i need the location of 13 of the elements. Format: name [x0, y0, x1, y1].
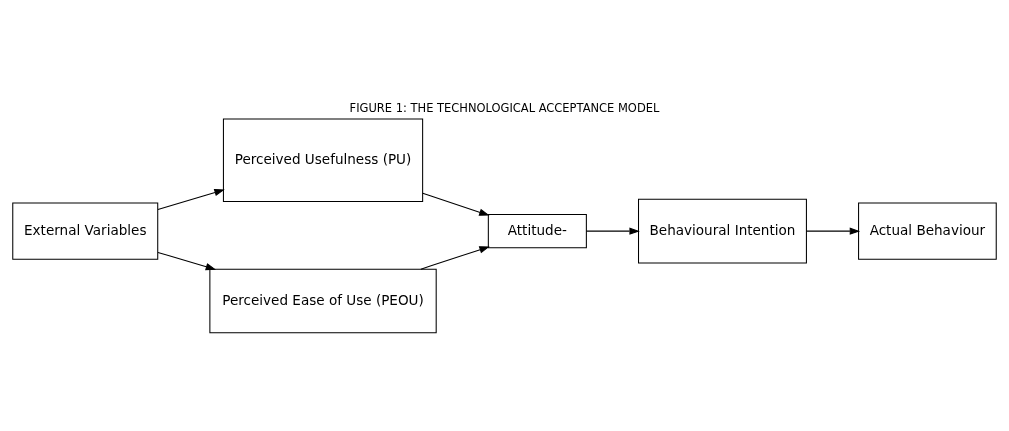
- arrow: [420, 246, 490, 270]
- arrow: [157, 251, 217, 271]
- node-box: Behavioural Intention: [638, 198, 807, 264]
- node-box: Attitude-: [487, 213, 587, 249]
- node-box: Perceived Ease of Use (PEOU): [209, 268, 437, 334]
- diagram-title: FIGURE 1: THE TECHNOLOGICAL ACCEPTANCE MODEL: [349, 100, 660, 115]
- arrow: [422, 192, 490, 216]
- node-box: Actual Behaviour: [858, 202, 997, 260]
- node-box: External Variables: [12, 202, 159, 260]
- arrow: [157, 188, 225, 211]
- arrow: [806, 227, 861, 235]
- arrow: [585, 227, 640, 235]
- node-box: Perceived Usefulness (PU): [222, 118, 424, 202]
